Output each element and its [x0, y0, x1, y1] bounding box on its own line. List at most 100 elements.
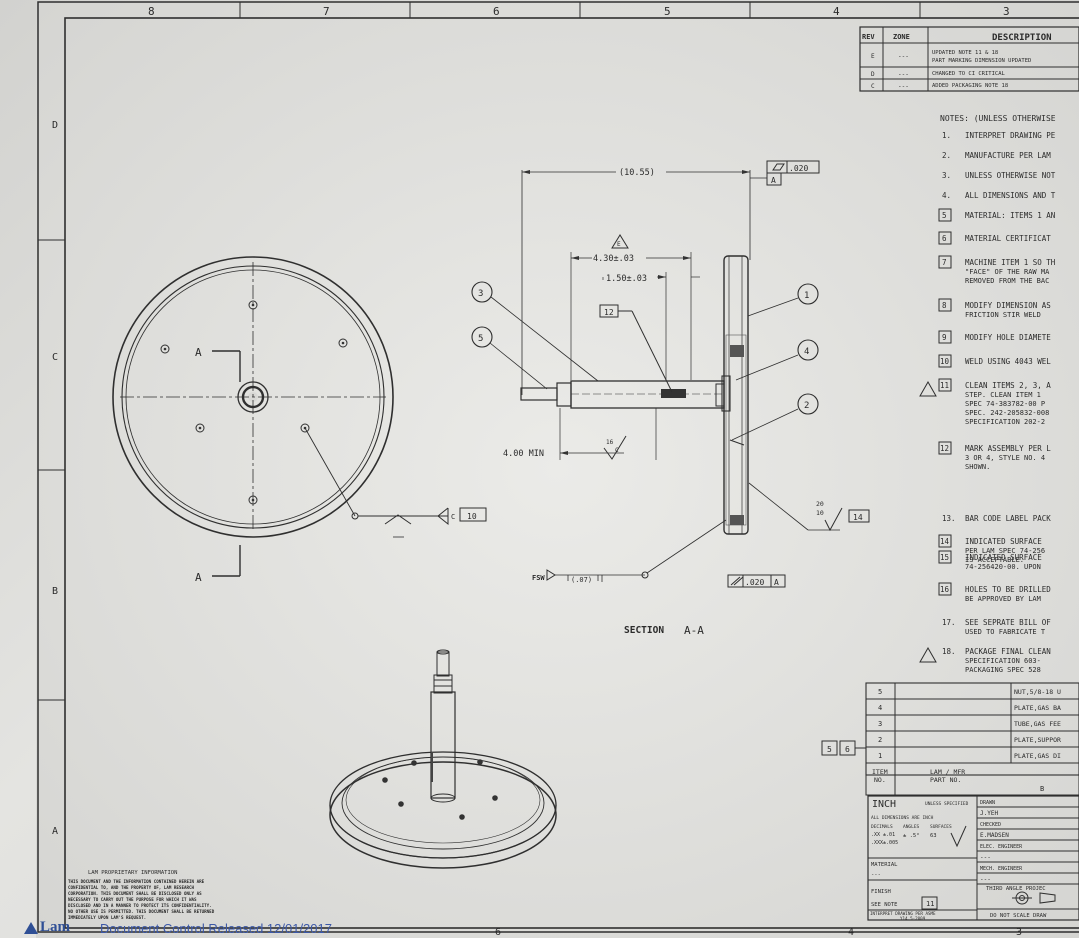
note-number: 16 — [940, 585, 950, 594]
asme-std: Y14.5-2009 — [900, 916, 926, 921]
checked-by: E.MADSEN — [980, 832, 1009, 839]
note-text: PACKAGE FINAL CLEAN — [965, 647, 1051, 656]
units-inch: INCH — [872, 799, 896, 810]
dim-min: 4.00 MIN — [503, 449, 544, 459]
lam-logo-icon — [24, 922, 38, 934]
zone-label-side: D — [52, 120, 58, 131]
interpret-asme: INTERPRET DRAWING PER ASME — [870, 911, 936, 916]
balloon-1: 1 — [804, 291, 809, 301]
note-text: 3 OR 4, STYLE NO. 4 — [965, 454, 1045, 462]
balloon-4: 4 — [804, 347, 809, 357]
bom-header-part: PART NO. — [930, 776, 961, 784]
balloon-2: 2 — [804, 401, 809, 411]
note-text: CLEAN ITEMS 2, 3, A — [965, 381, 1051, 390]
note-text: INDICATED SURFACE — [965, 553, 1042, 562]
mech-engineer-value: --- — [980, 876, 991, 883]
note-number-box — [938, 550, 952, 564]
note-number-box — [938, 378, 952, 392]
note-text: "FACE" OF THE RAW MA — [965, 268, 1050, 276]
bom-item-number: 4 — [878, 704, 882, 712]
do-not-scale: DO NOT SCALE DRAW — [990, 913, 1047, 919]
note-number: 18. — [942, 647, 956, 656]
bom-description: PLATE,GAS DI — [1014, 752, 1061, 760]
fsw-dim: (.07) — [571, 576, 592, 584]
finish-label: FINISH — [871, 889, 891, 895]
note-text: 74-256420-00. UPON — [965, 563, 1041, 571]
note-number: 4. — [942, 191, 951, 200]
rev-zone: --- — [898, 71, 909, 78]
note-text: MARK ASSEMBLY PER L — [965, 444, 1051, 453]
note-text: WELD USING 4043 WEL — [965, 357, 1051, 366]
dim-4-30: 4.30±.03 — [593, 254, 634, 264]
note-text: SPEC 74-383782-00 P — [965, 400, 1045, 408]
note-text: SHOWN. — [965, 463, 990, 471]
note-text: SPECIFICATION 202-2 — [965, 418, 1045, 426]
bom-side-note: 6 — [845, 745, 850, 754]
surface-finish: 63 — [930, 833, 937, 839]
note-text: MODIFY HOLE DIAMETE — [965, 333, 1051, 342]
tol-surfaces: SURFACES — [930, 824, 952, 830]
perp-value: .020 — [745, 578, 764, 587]
zone-label-top: 5 — [664, 5, 671, 18]
note-text: REMOVED FROM THE BAC — [965, 277, 1049, 285]
zone-label-top: 6 — [493, 5, 500, 18]
note-number-box — [938, 582, 952, 596]
elec-engineer-label: ELEC. ENGINEER — [980, 844, 1023, 850]
section-mark: A — [195, 571, 202, 584]
rev-zone: --- — [898, 83, 909, 90]
rev-letter: D — [871, 71, 875, 78]
note-number: 11 — [940, 381, 949, 390]
proprietary-line: NECESSARY TO CARRY OUT THE PURPOSE FOR W… — [68, 897, 197, 902]
note-text: MODIFY DIMENSION AS — [965, 301, 1051, 310]
note-number-box — [938, 298, 952, 312]
note-number: 12 — [940, 444, 949, 453]
isometric-view — [329, 649, 557, 869]
rev-desc: ADDED PACKAGING NOTE 18 — [932, 83, 1008, 89]
rev-triangle-letter: E — [617, 241, 621, 248]
revision-triangle-icon — [919, 646, 937, 663]
zone-label-top: 8 — [148, 5, 155, 18]
tol-2place: .XX ±.01 — [871, 832, 895, 838]
mech-engineer-label: MECH. ENGINEER — [980, 866, 1023, 872]
zone-ticks-side — [38, 239, 65, 701]
zone-label-top: 4 — [833, 5, 840, 18]
tol-angles: ANGLES — [903, 824, 920, 830]
zone-label-bottom: 3 — [1016, 927, 1022, 938]
note-text: PER LAM SPEC 74-256 — [965, 547, 1045, 555]
note-number-box — [938, 231, 952, 245]
note-number-box — [938, 330, 952, 344]
bom-header-item: ITEM — [872, 768, 888, 776]
proprietary-line: DISCLOSED AND IN A MANNER TO PROTECT ITS… — [68, 903, 212, 908]
document-control-status[interactable]: Document Control Released 12/01/2017 — [100, 921, 332, 936]
proprietary-title: LAM PROPRIETARY INFORMATION — [88, 870, 177, 876]
note-text: INTERPRET DRAWING PE — [965, 131, 1056, 140]
proprietary-line: IMMEDIATELY UPON LAM'S REQUEST. — [68, 915, 146, 920]
section-mark: A — [195, 346, 202, 359]
note-number: 3. — [942, 171, 951, 180]
note-text: ALL DIMENSIONS AND T — [965, 191, 1056, 200]
rev-desc: PART MARKING DIMENSION UPDATED — [932, 58, 1031, 64]
note-number-box — [938, 441, 952, 455]
note-text: IS ACCEPTABLE. — [965, 556, 1024, 564]
callout-12: 12 — [604, 308, 614, 317]
bom-item-number: 1 — [878, 752, 882, 760]
zone-ticks-top — [239, 2, 921, 18]
note-text: BE APPROVED BY LAM — [965, 595, 1041, 603]
bom-description: TUBE,GAS FEE — [1014, 720, 1061, 728]
bom-item-number: 2 — [878, 736, 882, 744]
callout-10: 10 — [467, 512, 477, 521]
note-text: MACHINE ITEM 1 SO TH — [965, 258, 1056, 267]
material-value: --- — [871, 872, 881, 878]
note-number: 13. — [942, 514, 956, 523]
lam-logo: Lam — [40, 919, 70, 935]
bom-side-note: 5 — [827, 745, 832, 754]
note-number-box — [938, 255, 952, 269]
note-text: USED TO FABRICATE T — [965, 628, 1046, 636]
revision-triangle-icon — [919, 380, 937, 397]
bom-description: NUT,5/8-18 U — [1014, 688, 1061, 696]
sheet-paper — [36, 0, 1079, 938]
flatness-datum: A — [771, 176, 776, 185]
drawn-label: DRAWN — [980, 800, 995, 806]
checked-label: CHECKED — [980, 822, 1001, 828]
zone-label-side: C — [52, 352, 58, 363]
